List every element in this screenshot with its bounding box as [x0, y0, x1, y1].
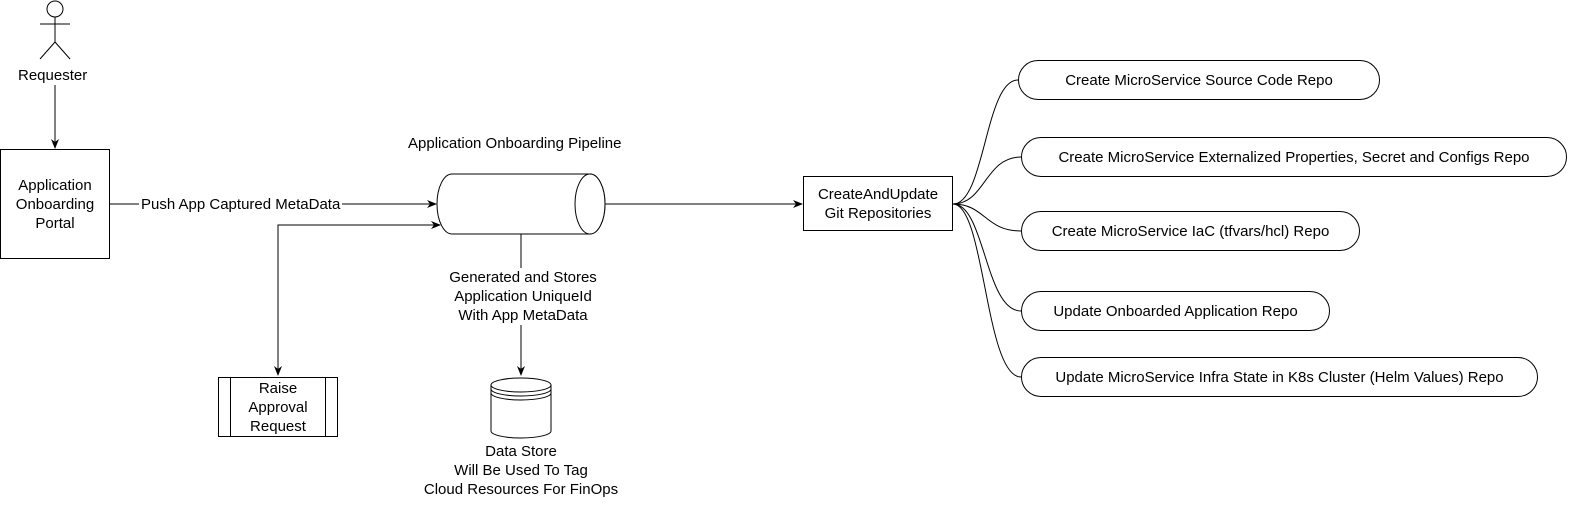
process-left-bar — [230, 378, 231, 436]
repo-onboarded-app-label: Update Onboarded Application Repo — [1053, 302, 1298, 320]
pipeline-title: Application Onboarding Pipeline — [408, 135, 622, 152]
repo-iac-pill[interactable]: Create MicroService IaC (tfvars/hcl) Rep… — [1021, 211, 1360, 251]
repo-properties-secrets-pill[interactable]: Create MicroService Externalized Propert… — [1021, 137, 1567, 177]
raise-approval-box[interactable]: Raise Approval Request — [218, 377, 338, 437]
requester-actor-icon[interactable] — [39, 0, 71, 60]
repo-iac-label: Create MicroService IaC (tfvars/hcl) Rep… — [1051, 222, 1330, 240]
repo-infra-state-label: Update MicroService Infra State in K8s C… — [1055, 368, 1504, 386]
onboarding-portal-label: Application Onboarding Portal — [15, 176, 95, 232]
edge-pipeline-approval — [274, 224, 440, 376]
repo-infra-state-pill[interactable]: Update MicroService Infra State in K8s C… — [1021, 357, 1538, 397]
repo-properties-secrets-label: Create MicroService Externalized Propert… — [1058, 148, 1530, 166]
repo-source-code-label: Create MicroService Source Code Repo — [1065, 71, 1333, 89]
git-repositories-box[interactable]: CreateAndUpdate Git Repositories — [803, 176, 953, 231]
git-repositories-label: CreateAndUpdate Git Repositories — [817, 185, 939, 222]
process-right-bar — [325, 378, 326, 436]
push-metadata-label: Push App Captured MetaData — [139, 195, 343, 214]
onboarding-portal-box[interactable]: Application Onboarding Portal — [0, 149, 110, 259]
edge-git-repos — [952, 79, 1022, 378]
datastore-label: Data Store Will Be Used To Tag Cloud Res… — [423, 443, 619, 498]
raise-approval-label: Raise Approval Request — [248, 379, 308, 435]
repo-source-code-pill[interactable]: Create MicroService Source Code Repo — [1018, 60, 1380, 100]
datastore-cylinder-icon[interactable] — [490, 377, 552, 439]
requester-label: Requester — [16, 66, 90, 85]
pipeline-cylinder[interactable] — [436, 173, 606, 235]
generated-uniqueid-label: Generated and Stores Application UniqueI… — [421, 268, 625, 325]
repo-onboarded-app-pill[interactable]: Update Onboarded Application Repo — [1021, 291, 1330, 331]
